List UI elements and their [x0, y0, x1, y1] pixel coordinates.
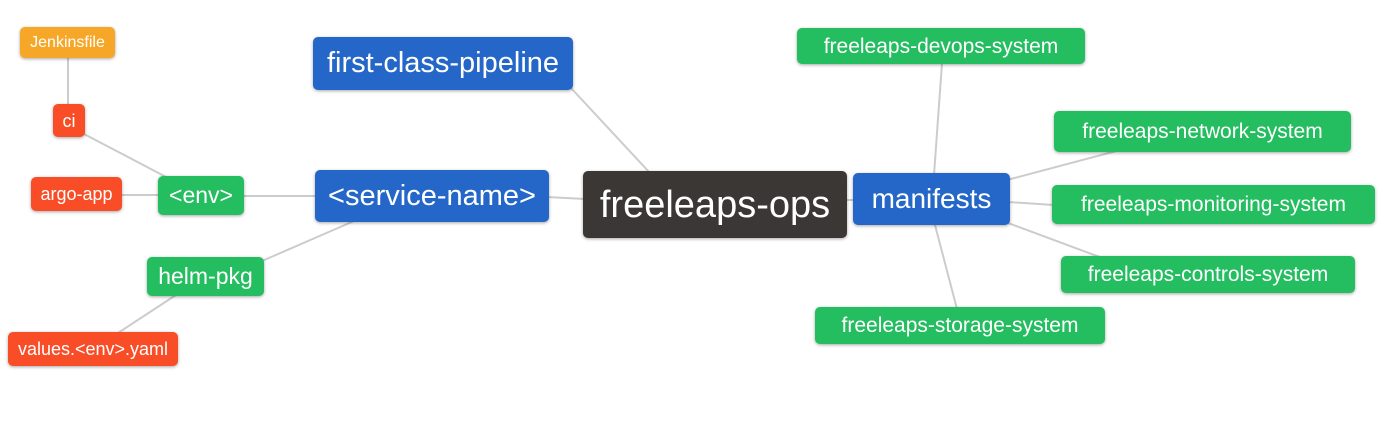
edge-manifests-freeleaps-storage-system	[934, 224, 958, 310]
node-helm-pkg[interactable]: helm-pkg	[147, 257, 264, 296]
node-freeleaps-ops[interactable]: freeleaps-ops	[583, 171, 847, 238]
edge-manifests-freeleaps-controls-system	[1007, 222, 1106, 260]
node-manifests[interactable]: manifests	[853, 173, 1010, 225]
edge-ci-env	[83, 133, 169, 179]
edge-manifests-freeleaps-monitoring-system	[1007, 201, 1055, 206]
node-freeleaps-controls-system[interactable]: freeleaps-controls-system	[1061, 256, 1355, 293]
node-freeleaps-devops-system[interactable]: freeleaps-devops-system	[797, 28, 1085, 64]
edge-helm-pkg-service-name	[261, 220, 355, 262]
node-jenkinsfile[interactable]: Jenkinsfile	[20, 27, 115, 58]
edge-manifests-freeleaps-network-system	[1006, 149, 1121, 181]
node-argo-app[interactable]: argo-app	[31, 177, 122, 211]
edge-values-env-yaml-helm-pkg	[117, 294, 177, 334]
node-ci[interactable]: ci	[53, 104, 85, 137]
node-values-env-yaml[interactable]: values.<env>.yaml	[8, 332, 178, 366]
edge-manifests-freeleaps-devops-system	[933, 62, 943, 176]
edge-first-class-pipeline-freeleaps-ops	[570, 87, 651, 174]
node-freeleaps-storage-system[interactable]: freeleaps-storage-system	[815, 307, 1105, 344]
node-service-name[interactable]: <service-name>	[315, 170, 549, 222]
edge-service-name-freeleaps-ops	[546, 196, 586, 200]
node-env[interactable]: <env>	[158, 176, 244, 215]
node-freeleaps-monitoring-system[interactable]: freeleaps-monitoring-system	[1052, 185, 1375, 224]
node-freeleaps-network-system[interactable]: freeleaps-network-system	[1054, 111, 1351, 152]
node-first-class-pipeline[interactable]: first-class-pipeline	[313, 37, 573, 90]
